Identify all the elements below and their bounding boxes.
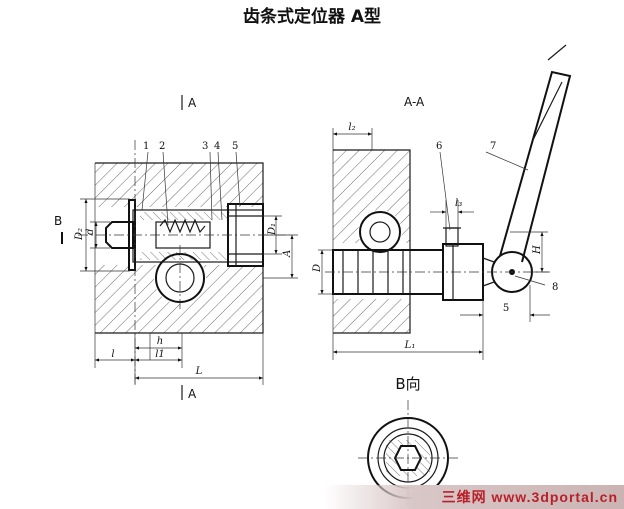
- dim-D: D: [312, 264, 323, 273]
- part-number-6: 6: [436, 141, 442, 152]
- handle-lever: [499, 70, 572, 263]
- dim-l: l: [111, 349, 114, 360]
- gear-circle-aa: [359, 211, 401, 253]
- part-number-2: 2: [159, 141, 165, 152]
- dim-L: L: [195, 366, 203, 377]
- watermark-text: 三维网 www.3dportal.cn: [441, 489, 618, 505]
- left-section-view: A A B 1 2 3 4 5 D₂ d D₁ A: [54, 95, 298, 401]
- drawing-title: 齿条式定位器 A型: [243, 6, 381, 27]
- dim-h: h: [157, 336, 163, 347]
- part-number-5: 5: [232, 141, 238, 152]
- spring: [159, 218, 206, 234]
- section-mark-top: A: [188, 96, 197, 110]
- part-number-3: 3: [202, 141, 208, 152]
- dim-d: d: [85, 229, 96, 235]
- dim-5: 5: [503, 303, 509, 314]
- part-number-1: 1: [143, 141, 149, 152]
- dim-l2: l₂: [348, 122, 355, 133]
- section-view-label: A-A: [404, 95, 425, 109]
- plunger-pin: [105, 221, 134, 249]
- dim-l1: l1: [155, 349, 165, 360]
- b-marker: B: [54, 214, 62, 228]
- right-section-view: A-A 6 7 8: [312, 44, 572, 360]
- dim-H: H: [532, 245, 543, 255]
- part-number-7: 7: [490, 141, 496, 152]
- part-number-8: 8: [552, 282, 558, 293]
- b-view-label: B向: [395, 375, 420, 393]
- dim-l3: l₃: [455, 198, 462, 209]
- part-number-4: 4: [214, 141, 220, 152]
- dim-D1: D₁: [267, 223, 278, 236]
- watermark-banner: 三维网 www.3dportal.cn: [324, 485, 624, 509]
- dim-D2: D₂: [74, 228, 85, 241]
- dim-A: A: [282, 250, 293, 258]
- dim-L1: L₁: [404, 340, 416, 351]
- section-mark-bottom: A: [188, 387, 197, 401]
